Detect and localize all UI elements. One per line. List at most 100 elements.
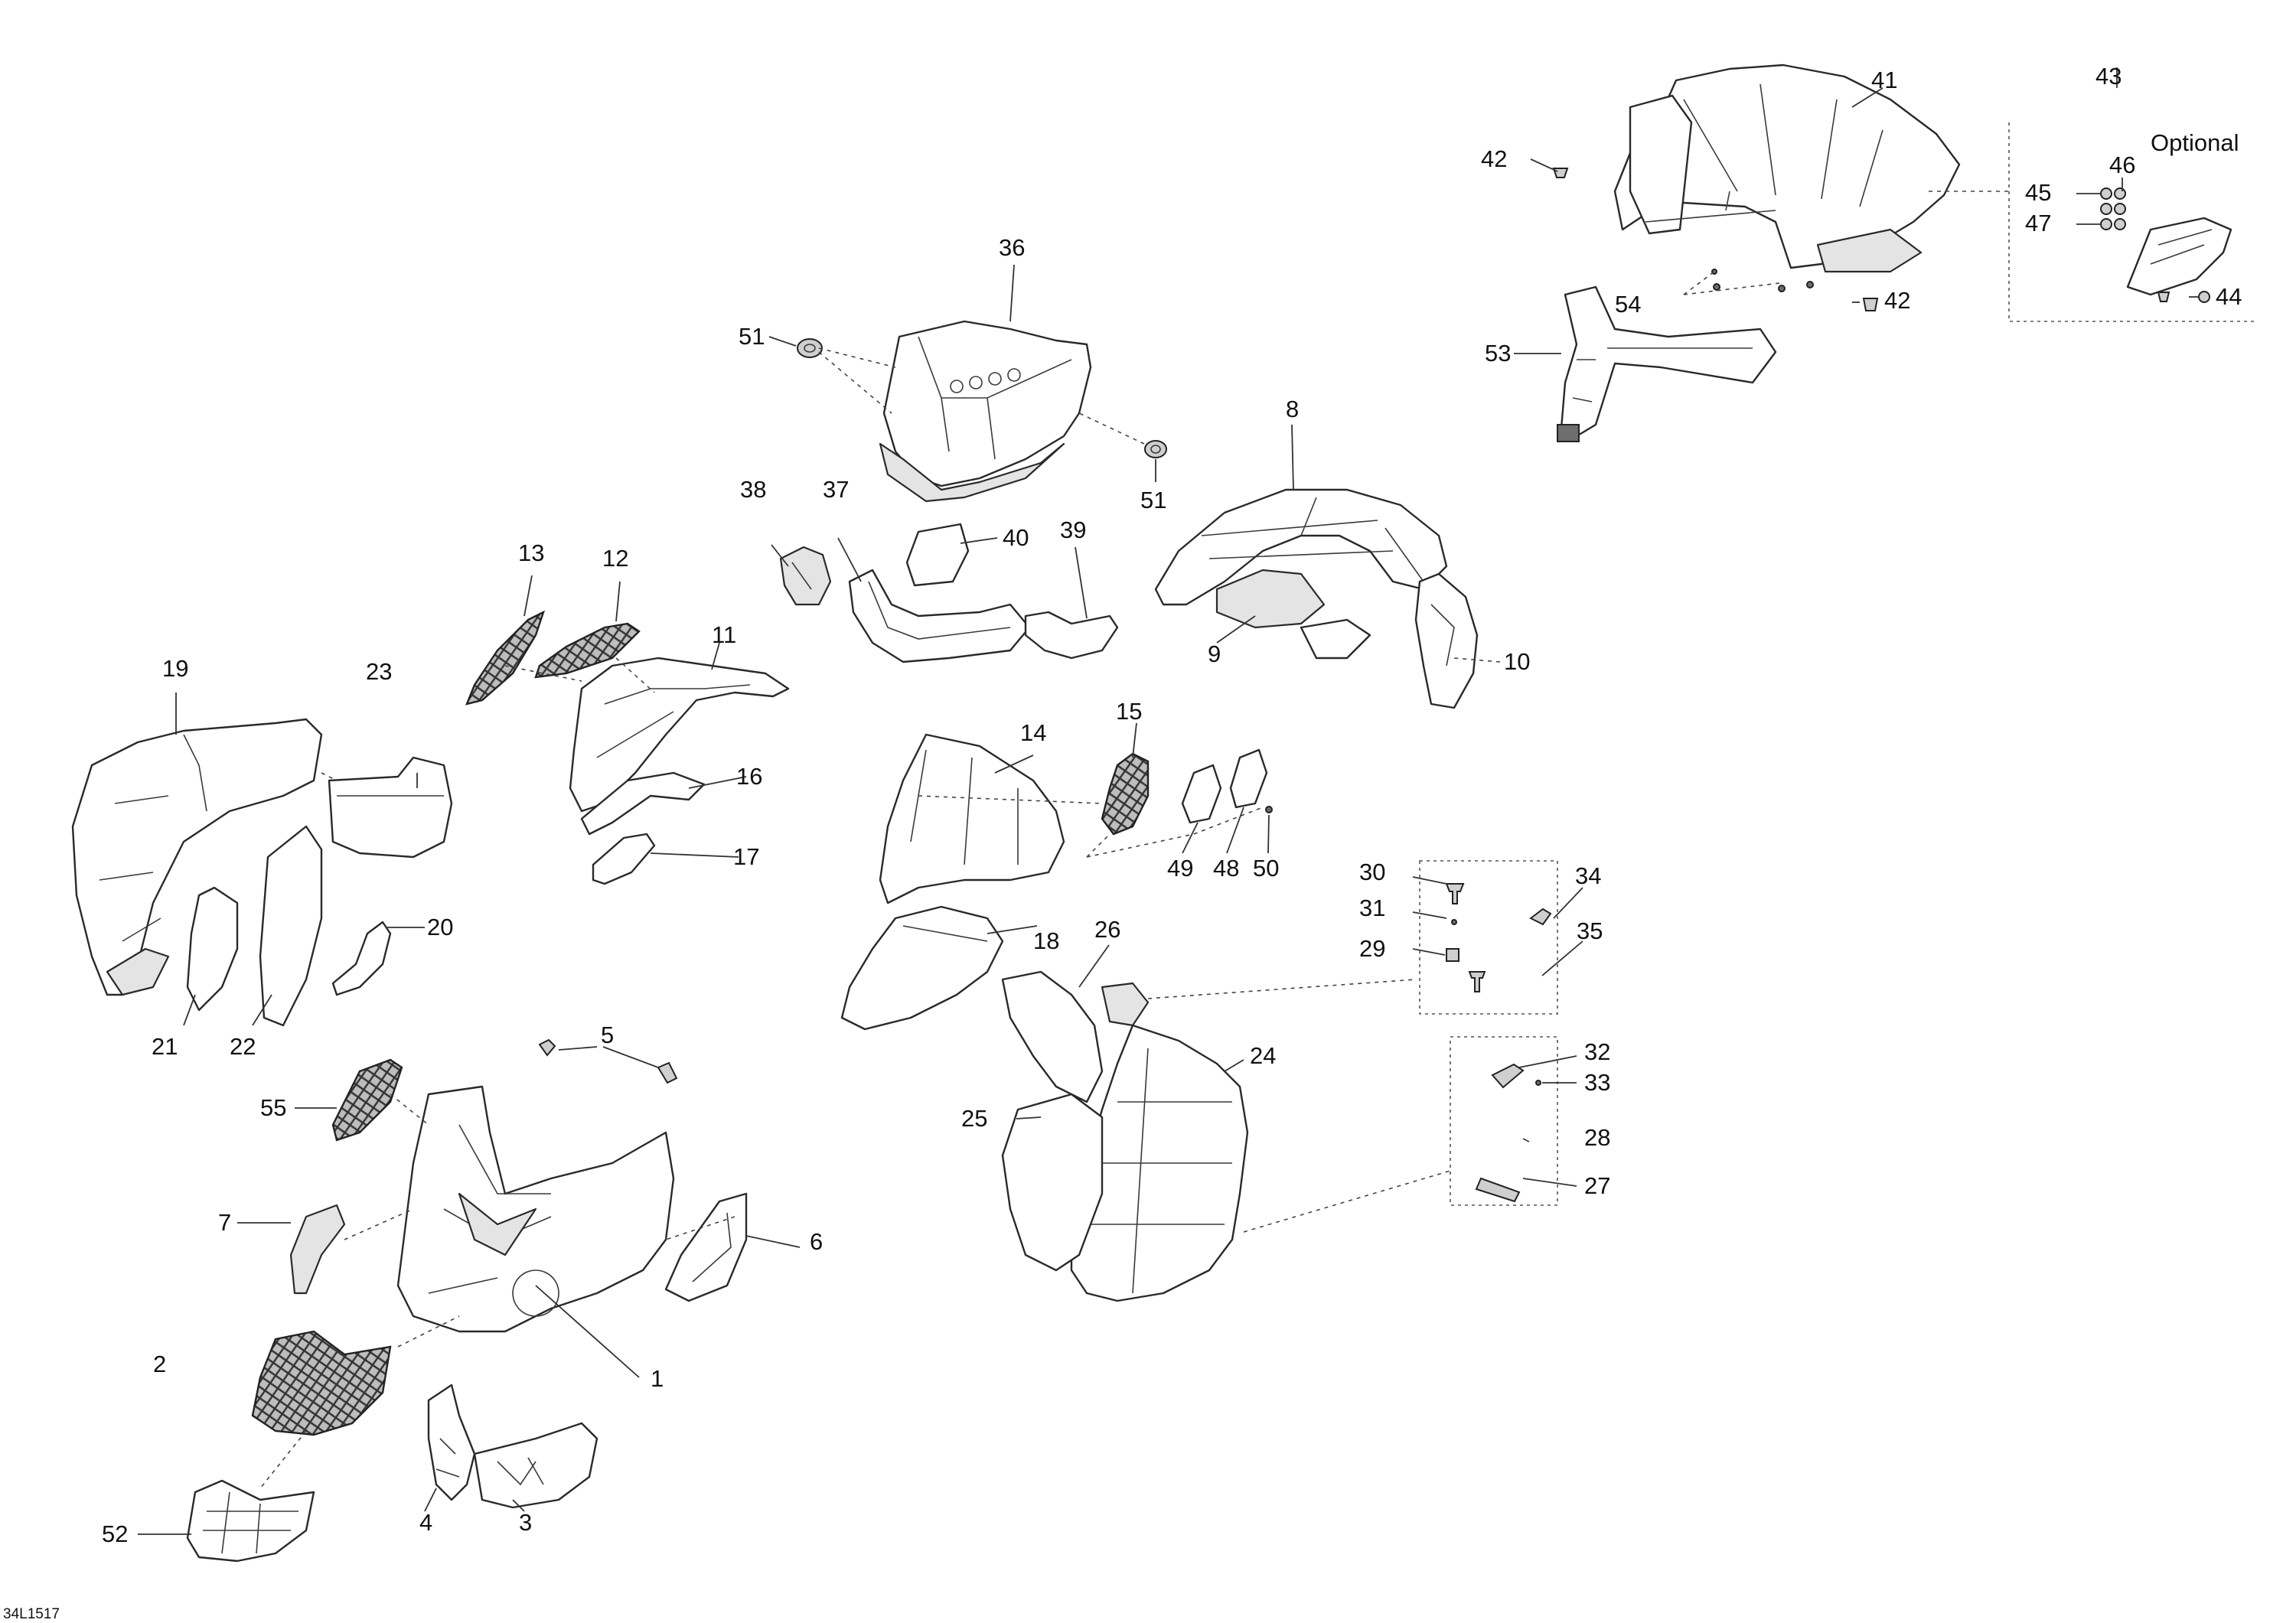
- callout-12: 12: [602, 545, 628, 572]
- front-hood-part: [396, 1085, 675, 1333]
- callout-24: 24: [1250, 1042, 1276, 1069]
- callout-23: 23: [366, 658, 392, 685]
- vent-mesh-15-part: [1101, 752, 1150, 836]
- vent-mesh-55-part: [331, 1058, 403, 1142]
- callout-31: 31: [1359, 895, 1385, 921]
- side-trim-panel-part: [1414, 572, 1479, 709]
- trim-strip-16-part: [580, 771, 706, 836]
- callout-14: 14: [1020, 719, 1046, 746]
- optional-label: Optional: [2151, 129, 2239, 156]
- callout-55: 55: [260, 1094, 286, 1121]
- callout-17: 17: [733, 843, 759, 870]
- bracket-7-part: [289, 1204, 346, 1295]
- vent-mesh-12-part: [534, 622, 641, 679]
- callout-9: 9: [1208, 640, 1221, 667]
- callout-52: 52: [102, 1520, 128, 1547]
- side-insert-21-part: [186, 886, 239, 1012]
- vent-mesh-13-part: [465, 610, 546, 706]
- callout-29: 29: [1359, 935, 1385, 962]
- front-grille-mesh-part: [251, 1330, 392, 1436]
- trim-strip-17-part: [592, 833, 656, 885]
- callout-54: 54: [1615, 291, 1641, 318]
- callout-51: 51: [739, 323, 765, 350]
- callout-40: 40: [1003, 524, 1029, 551]
- callout-13: 13: [518, 539, 544, 566]
- callout-32: 32: [1584, 1038, 1610, 1065]
- windshield-part: [1613, 64, 1961, 273]
- callout-6: 6: [810, 1228, 823, 1255]
- callout-51b: 51: [1140, 487, 1166, 513]
- duct-panel-part: [328, 756, 453, 859]
- callout-27: 27: [1584, 1172, 1610, 1199]
- callout-18: 18: [1033, 927, 1059, 954]
- callout-35: 35: [1577, 917, 1603, 944]
- optional-kit-group: Optional: [2008, 122, 2258, 322]
- clip-5-part: [538, 1038, 678, 1084]
- callout-53: 53: [1485, 340, 1511, 367]
- upper-side-panel-26-part: [1001, 970, 1150, 1103]
- pin-50-part: [1265, 806, 1273, 813]
- callout-7: 7: [218, 1209, 231, 1236]
- main-side-panel-24-part: [1070, 1024, 1249, 1302]
- callout-45: 45: [2025, 179, 2051, 206]
- callout-43-47-range: 43: [2095, 63, 2122, 90]
- insert-panel-part: [905, 523, 970, 587]
- lower-trim-3-part: [473, 1422, 598, 1509]
- deflector-strip-part: [1557, 285, 1777, 442]
- callout-10: 10: [1504, 648, 1530, 675]
- callout-19: 19: [162, 655, 188, 682]
- callout-11: 11: [712, 621, 736, 648]
- callout-42b: 42: [1884, 287, 1910, 314]
- callout-33: 33: [1584, 1069, 1610, 1096]
- optional-mirror-kit: [2100, 187, 2232, 303]
- hardware-group-27-33: [1450, 1036, 1558, 1206]
- callout-25: 25: [961, 1105, 987, 1132]
- callout-37: 37: [823, 476, 849, 503]
- right-bezel-part: [1024, 611, 1119, 660]
- callout-34: 34: [1575, 862, 1601, 889]
- dash-insert-part: [1215, 569, 1326, 629]
- callout-48: 48: [1213, 855, 1239, 882]
- windshield-rivets: [1711, 269, 1814, 292]
- callout-8: 8: [1286, 396, 1299, 422]
- badge-49-part: [1181, 764, 1222, 824]
- trim-ring-6-part: [664, 1192, 748, 1302]
- lower-side-panel-18-part: [840, 905, 1004, 1031]
- callout-28: 28: [1584, 1124, 1610, 1151]
- upper-hood-panel-part: [569, 657, 790, 813]
- grommet-part: [797, 338, 1167, 458]
- callout-49: 49: [1167, 855, 1193, 882]
- callout-44: 44: [2216, 283, 2242, 310]
- callout-16: 16: [736, 763, 762, 790]
- inner-panel-25-part: [1001, 1093, 1104, 1272]
- hardware-group-29-35: [1419, 860, 1558, 1015]
- callout-numbers: 1 2 3 4 5 6 7 8 9 10 11 12 13 14 15 16 1…: [102, 63, 2242, 1547]
- side-insert-22-part: [259, 825, 323, 1027]
- callout-30: 30: [1359, 859, 1385, 885]
- lower-grille-52-part: [186, 1479, 315, 1563]
- side-panel-14-part: [879, 733, 1065, 904]
- callout-22: 22: [230, 1033, 256, 1060]
- callout-5: 5: [601, 1022, 614, 1048]
- dash-frame-part: [1154, 488, 1448, 660]
- badge-48-part: [1229, 748, 1268, 809]
- callout-2: 2: [153, 1351, 166, 1377]
- left-side-panel-part: [71, 718, 323, 996]
- callout-1: 1: [651, 1365, 664, 1392]
- callout-20: 20: [427, 914, 453, 940]
- callout-41: 41: [1871, 67, 1897, 93]
- headlight-housing-part: [879, 320, 1092, 503]
- callout-46: 46: [2109, 152, 2135, 178]
- leader-lines: [138, 67, 2199, 1535]
- callout-47: 47: [2025, 210, 2051, 236]
- callout-26: 26: [1094, 916, 1120, 943]
- left-bracket-part: [779, 546, 832, 606]
- lower-bezel-part: [848, 569, 1031, 663]
- callout-38: 38: [740, 476, 766, 503]
- callout-50: 50: [1253, 855, 1279, 882]
- reference-code: 34L1517: [3, 1606, 60, 1622]
- callout-39: 39: [1060, 517, 1086, 543]
- callout-4: 4: [419, 1509, 432, 1536]
- callout-21: 21: [152, 1033, 178, 1060]
